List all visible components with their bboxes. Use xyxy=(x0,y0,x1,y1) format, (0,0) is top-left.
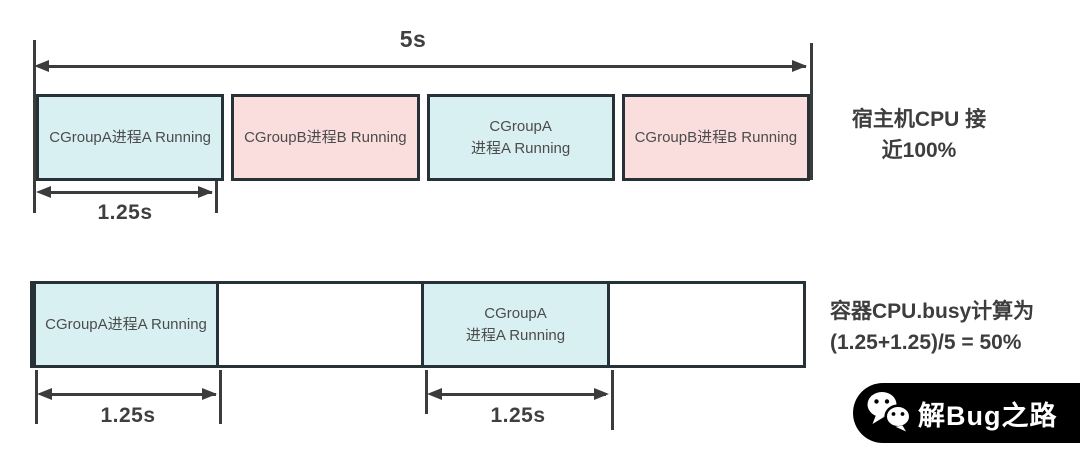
arrowhead-right-icon xyxy=(594,388,609,400)
segment-label: CGroupA进程A Running xyxy=(45,315,207,333)
container-segment-cgroup-a-2: CGroupA 进程A Running xyxy=(421,281,610,368)
segment-label: CGroupA xyxy=(484,304,547,322)
annotation-line: (1.25+1.25)/5 = 50% xyxy=(830,331,1022,354)
host-segment-duration-label: 1.25s xyxy=(97,201,153,224)
container-cpu-timeline-bar: CGroupA进程A Running CGroupA 进程A Running xyxy=(30,281,806,368)
dimension-tick xyxy=(215,181,218,213)
dimension-tick xyxy=(35,370,38,424)
arrowhead-right-icon xyxy=(202,388,217,400)
segment-label: CGroupB进程B Running xyxy=(244,128,407,146)
arrowhead-left-icon xyxy=(427,388,442,400)
total-dimension-line xyxy=(40,65,806,68)
arrowhead-left-icon xyxy=(36,186,51,198)
segment-dimension-line xyxy=(432,393,606,396)
annotation-line: 宿主机CPU 接 xyxy=(851,108,987,131)
segment-dimension-line xyxy=(42,393,216,396)
container-cpu-annotation: 容器CPU.busy计算为 (1.25+1.25)/5 = 50% xyxy=(830,296,1075,358)
watermark-text: 解Bug之路 xyxy=(918,400,1058,431)
container-segment-duration-label-1: 1.25s xyxy=(100,404,156,427)
host-segment-cgroup-a-1: CGroupA进程A Running xyxy=(36,94,225,181)
host-segment-cgroup-b-2: CGroupB进程B Running xyxy=(621,94,810,181)
dimension-tick-left xyxy=(33,40,36,213)
dimension-tick xyxy=(425,370,428,414)
host-cpu-timeline-bar: CGroupA进程A Running CGroupB进程B Running CG… xyxy=(36,94,810,181)
arrowhead-right-icon xyxy=(198,186,213,198)
dimension-tick-right xyxy=(810,43,813,180)
dimension-tick xyxy=(219,370,222,424)
segment-label: 进程A Running xyxy=(471,139,571,157)
dimension-tick xyxy=(611,370,614,430)
segment-dimension-line xyxy=(42,191,212,194)
container-segment-duration-label-2: 1.25s xyxy=(490,404,546,427)
segment-label: 进程A Running xyxy=(465,326,566,344)
host-cpu-annotation: 宿主机CPU 接 近100% xyxy=(824,104,1014,166)
wechat-icon xyxy=(865,390,913,437)
arrowhead-left-icon xyxy=(34,60,49,72)
segment-label: CGroupB进程B Running xyxy=(634,128,798,146)
watermark-badge: 解Bug之路 xyxy=(853,383,1080,443)
annotation-line: 容器CPU.busy计算为 xyxy=(830,300,1035,323)
host-segment-cgroup-a-2: CGroupA 进程A Running xyxy=(426,94,615,181)
host-segment-cgroup-b-1: CGroupB进程B Running xyxy=(231,94,420,181)
segment-label: CGroupA xyxy=(489,117,552,135)
annotation-line: 近100% xyxy=(881,139,957,162)
arrowhead-left-icon xyxy=(37,388,52,400)
container-segment-cgroup-a-1: CGroupA进程A Running xyxy=(33,281,219,368)
segment-label: CGroupA进程A Running xyxy=(49,128,211,146)
total-duration-label: 5s xyxy=(399,26,427,52)
arrowhead-right-icon xyxy=(792,60,807,72)
